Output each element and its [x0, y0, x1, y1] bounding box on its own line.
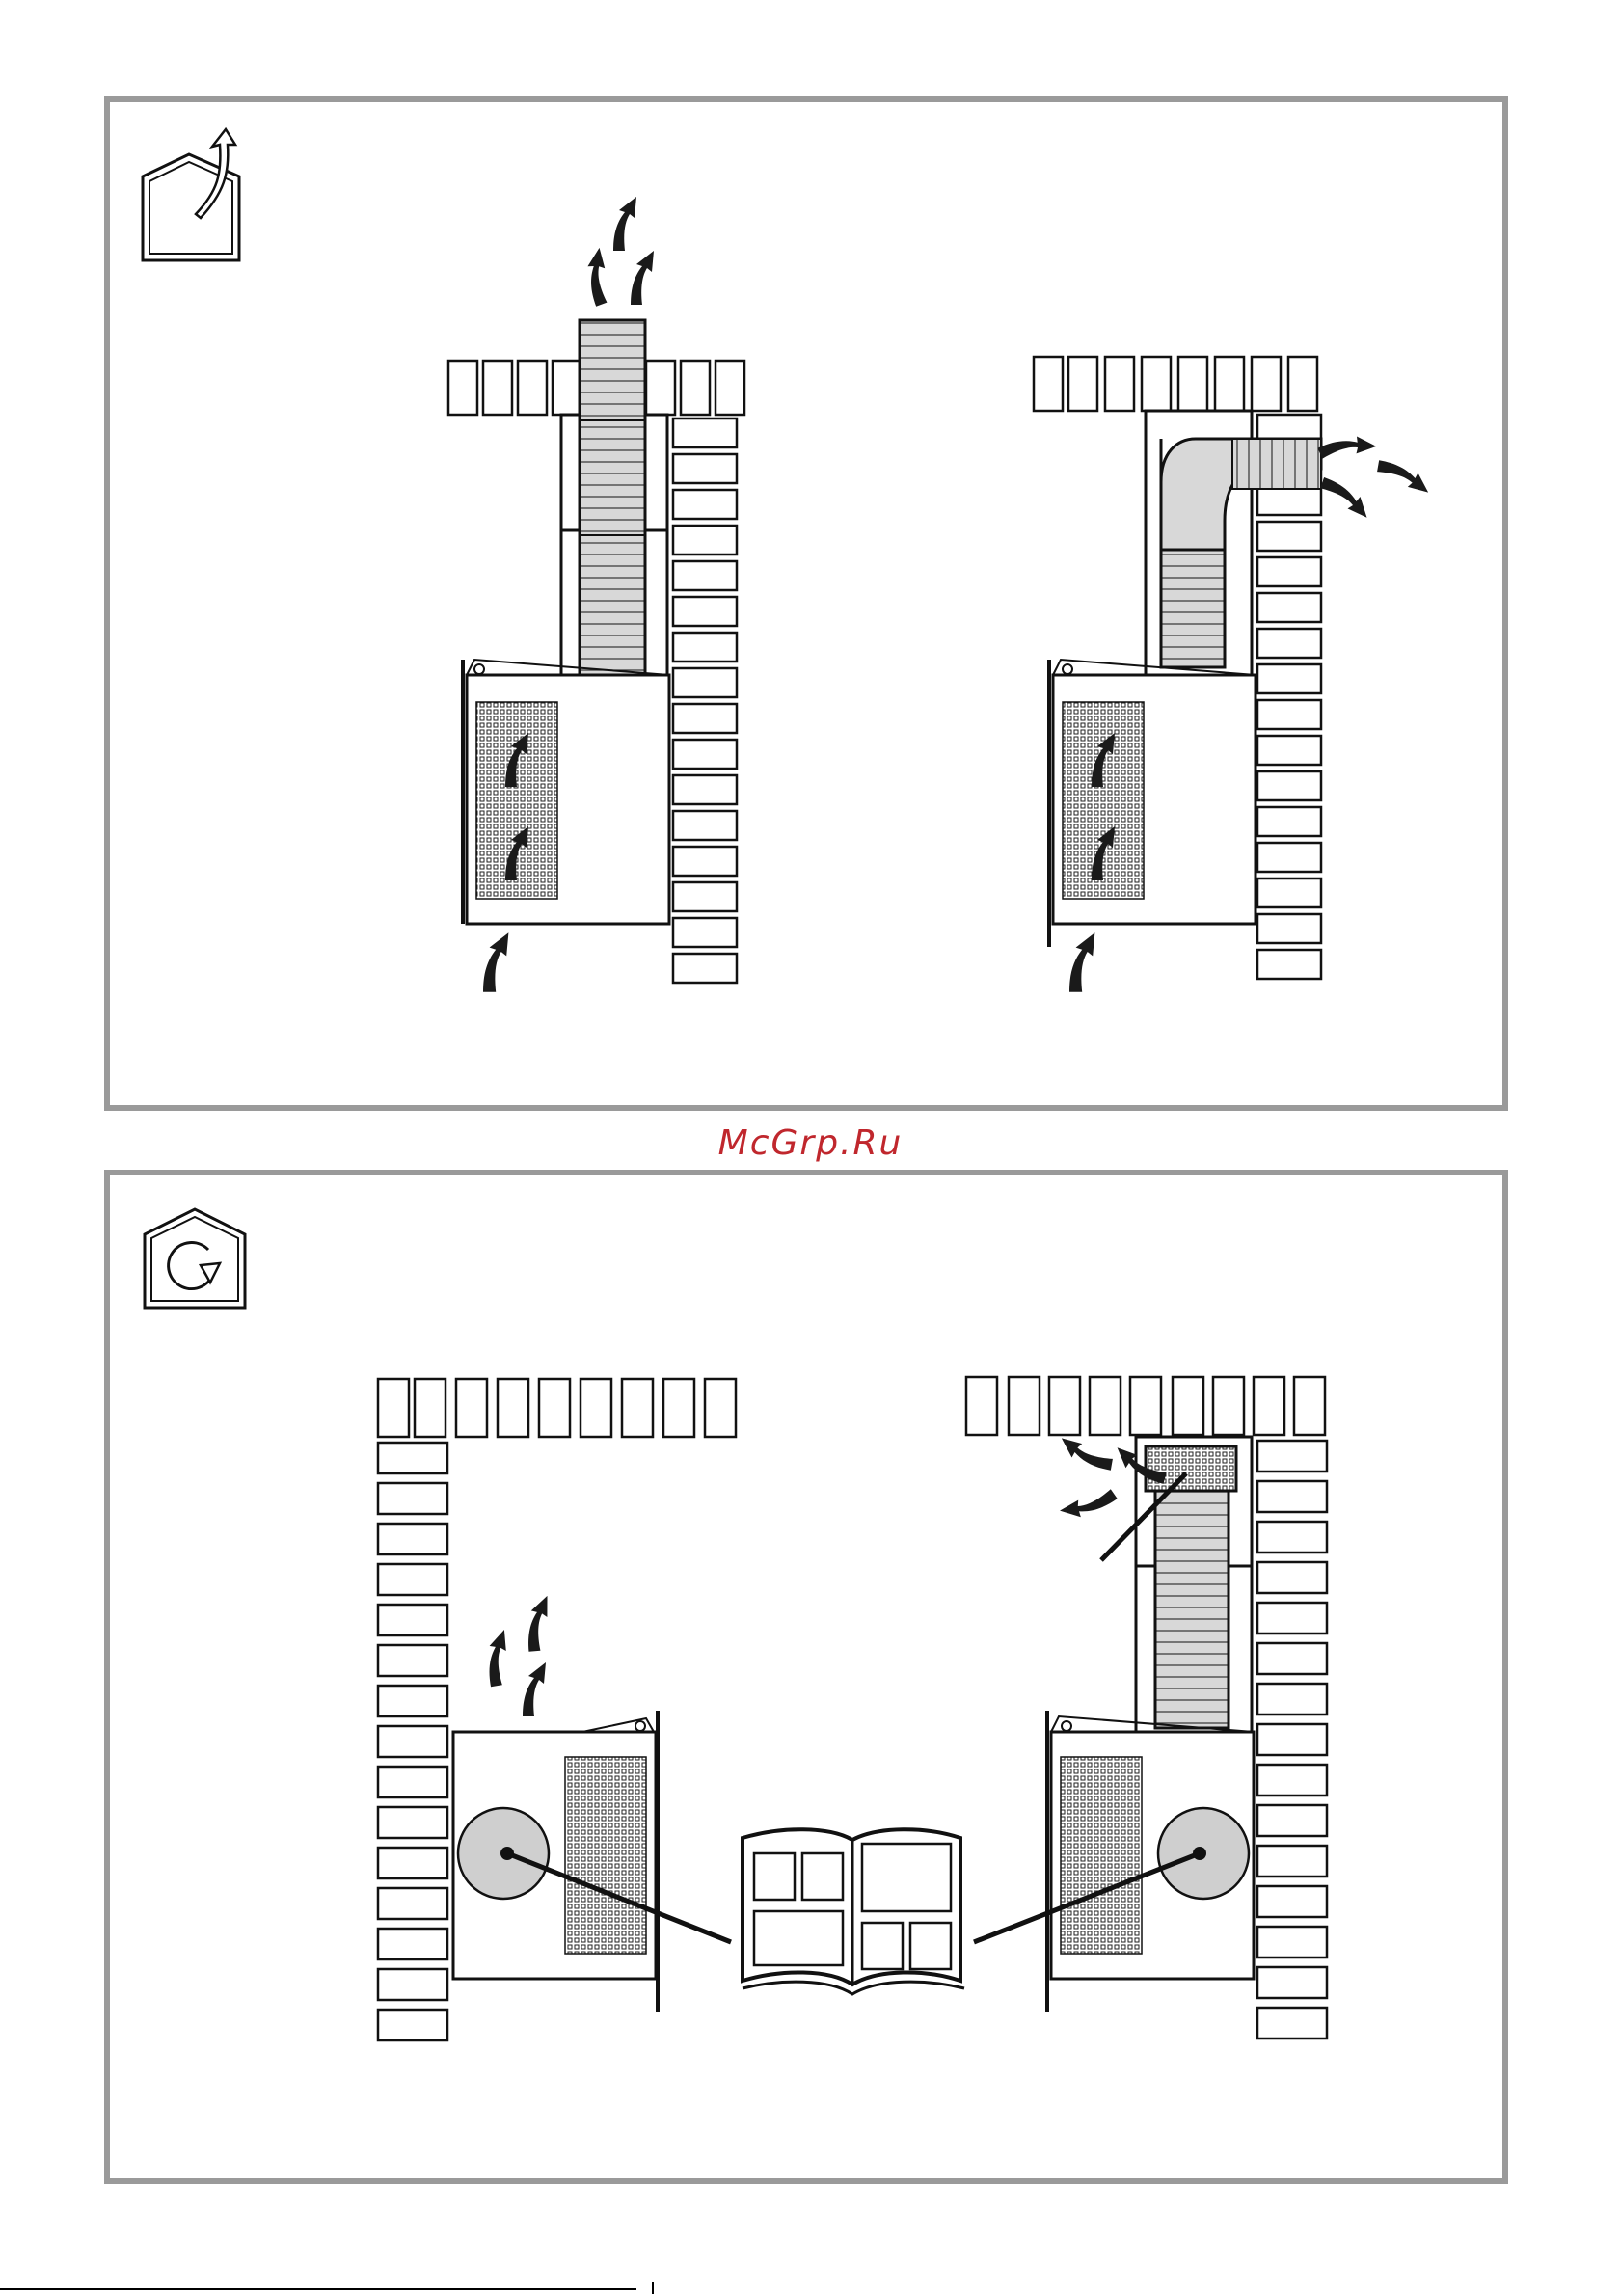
footer-tick: [652, 2282, 654, 2294]
hood-ducted-up: [463, 197, 669, 992]
house-vent-out-icon: [143, 129, 239, 260]
hood-ducted-side: [1049, 411, 1432, 992]
hood-recirculation-filter: [453, 1596, 731, 2012]
house-recirculation-icon: [145, 1209, 245, 1308]
footer-rule: [0, 2288, 636, 2290]
hood-recirculation-grille: [974, 1437, 1254, 2012]
instruction-manual-icon: [743, 1829, 964, 1994]
